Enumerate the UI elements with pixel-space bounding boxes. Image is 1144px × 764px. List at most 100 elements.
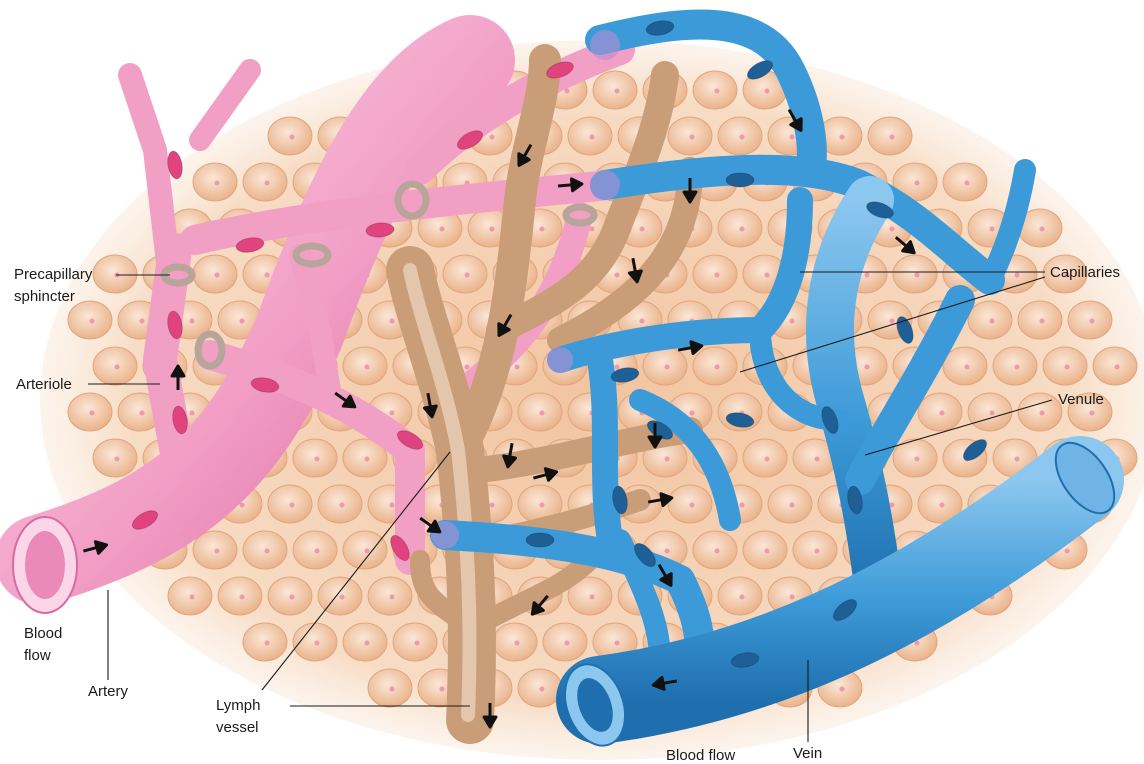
label-vein: Vein	[793, 745, 822, 762]
cell-nucleus	[540, 687, 545, 692]
cell-nucleus	[1015, 365, 1020, 370]
cell-nucleus	[790, 319, 795, 324]
cell-nucleus	[915, 181, 920, 186]
cell-nucleus	[1040, 319, 1045, 324]
cell-nucleus	[365, 549, 370, 554]
cell-nucleus	[415, 641, 420, 646]
cell-nucleus	[640, 319, 645, 324]
cell-nucleus	[490, 135, 495, 140]
artery-lumen	[25, 531, 65, 599]
cell-nucleus	[815, 549, 820, 554]
cell-nucleus	[765, 273, 770, 278]
cell-nucleus	[215, 273, 220, 278]
cell-nucleus	[615, 641, 620, 646]
cell-nucleus	[740, 135, 745, 140]
cell-nucleus	[215, 181, 220, 186]
cell-nucleus	[890, 227, 895, 232]
cell-nucleus	[265, 549, 270, 554]
cell-nucleus	[115, 365, 120, 370]
cell-nucleus	[690, 411, 695, 416]
cell-nucleus	[115, 457, 120, 462]
cell-nucleus	[265, 181, 270, 186]
cell-nucleus	[315, 549, 320, 554]
cell-nucleus	[190, 411, 195, 416]
cell-nucleus	[540, 503, 545, 508]
cell-nucleus	[965, 365, 970, 370]
cell-nucleus	[290, 503, 295, 508]
cell-nucleus	[440, 687, 445, 692]
cell-nucleus	[390, 503, 395, 508]
cell-nucleus	[840, 135, 845, 140]
cell-nucleus	[765, 549, 770, 554]
cell-nucleus	[865, 273, 870, 278]
cell-nucleus	[140, 411, 145, 416]
cell-nucleus	[740, 595, 745, 600]
cell-nucleus	[690, 135, 695, 140]
cell-nucleus	[990, 411, 995, 416]
cell-nucleus	[715, 89, 720, 94]
cell-nucleus	[665, 365, 670, 370]
cell-nucleus	[790, 135, 795, 140]
cell-nucleus	[715, 365, 720, 370]
cell-nucleus	[665, 457, 670, 462]
cell-nucleus	[390, 687, 395, 692]
cell-nucleus	[840, 687, 845, 692]
label-arteriole: Arteriole	[16, 376, 72, 393]
cell-nucleus	[1015, 273, 1020, 278]
cell-nucleus	[265, 641, 270, 646]
cell-nucleus	[90, 411, 95, 416]
cell-nucleus	[740, 227, 745, 232]
label-artery: Artery	[88, 683, 129, 700]
cell-nucleus	[290, 135, 295, 140]
cell-nucleus	[1090, 411, 1095, 416]
label-lymph-vessel: Lymph vessel	[216, 697, 265, 736]
cell-nucleus	[340, 595, 345, 600]
cell-nucleus	[815, 457, 820, 462]
cell-nucleus	[1115, 365, 1120, 370]
cell-nucleus	[365, 365, 370, 370]
cell-nucleus	[590, 135, 595, 140]
label-venule: Venule	[1058, 391, 1104, 408]
cell-nucleus	[515, 641, 520, 646]
cell-nucleus	[1065, 549, 1070, 554]
cell-nucleus	[715, 273, 720, 278]
cell-nucleus	[615, 365, 620, 370]
cell-nucleus	[490, 503, 495, 508]
capillary-blue	[600, 360, 610, 540]
cell-nucleus	[290, 595, 295, 600]
cell-nucleus	[715, 549, 720, 554]
cell-nucleus	[190, 595, 195, 600]
cell-nucleus	[990, 227, 995, 232]
cell-nucleus	[765, 89, 770, 94]
cell-nucleus	[315, 457, 320, 462]
cell-nucleus	[1065, 365, 1070, 370]
cell-nucleus	[240, 595, 245, 600]
cell-nucleus	[915, 273, 920, 278]
cell-nucleus	[665, 549, 670, 554]
cell-nucleus	[215, 549, 220, 554]
cell-nucleus	[315, 641, 320, 646]
cell-nucleus	[890, 503, 895, 508]
label-blood-flow-left: Blood flow	[24, 625, 67, 664]
cell-nucleus	[390, 411, 395, 416]
label-blood-flow-bottom: Blood flow	[666, 747, 735, 764]
cell-nucleus	[465, 365, 470, 370]
cell-nucleus	[540, 411, 545, 416]
cell-nucleus	[790, 595, 795, 600]
cell-nucleus	[765, 457, 770, 462]
cell-nucleus	[590, 595, 595, 600]
cell-nucleus	[340, 503, 345, 508]
red-blood-cell	[526, 533, 554, 547]
cell-nucleus	[390, 319, 395, 324]
cell-nucleus	[190, 319, 195, 324]
cell-nucleus	[790, 503, 795, 508]
cell-nucleus	[465, 273, 470, 278]
cell-nucleus	[940, 503, 945, 508]
cell-nucleus	[915, 457, 920, 462]
cell-nucleus	[1015, 457, 1020, 462]
cell-nucleus	[540, 227, 545, 232]
cell-nucleus	[440, 227, 445, 232]
cell-nucleus	[740, 503, 745, 508]
cell-nucleus	[365, 641, 370, 646]
